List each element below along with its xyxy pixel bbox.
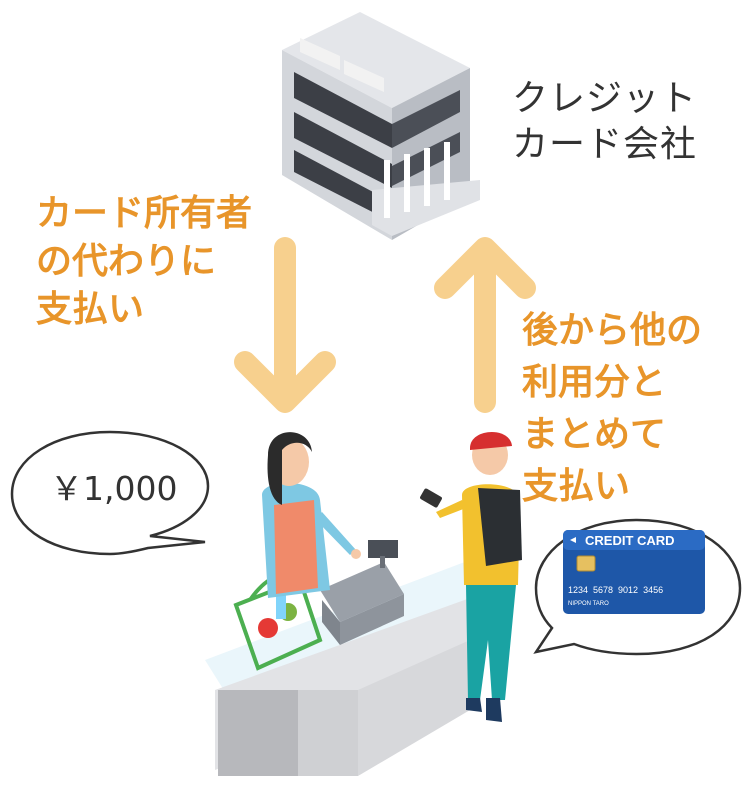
arrow-down-icon [234, 237, 336, 413]
smartphone-icon [420, 488, 442, 508]
company-building-icon [282, 12, 480, 240]
credit-card-icon [563, 530, 705, 614]
card-brand-text: CREDIT CARD [585, 533, 675, 548]
amount-label: ￥1,000 [50, 469, 178, 508]
credit-card-company-label: クレジット カード会社 [512, 78, 698, 165]
pay-later-label: 後から他の 利用分と まとめて 支払い [522, 310, 703, 507]
cash-register-icon [320, 540, 404, 645]
customer-figure [420, 431, 522, 722]
speech-bubble-right [533, 518, 742, 656]
card-chip-icon [576, 555, 596, 572]
card-number-text: 1234 5678 9012 3456 [568, 585, 664, 595]
card-holder-text: NIPPON TARO [568, 601, 609, 607]
speech-bubble-left [10, 430, 210, 556]
pay-on-behalf-label: カード所有者 の代わりに 支払い [36, 193, 253, 330]
cashier-figure [262, 432, 361, 598]
arrow-up-icon [434, 237, 536, 413]
